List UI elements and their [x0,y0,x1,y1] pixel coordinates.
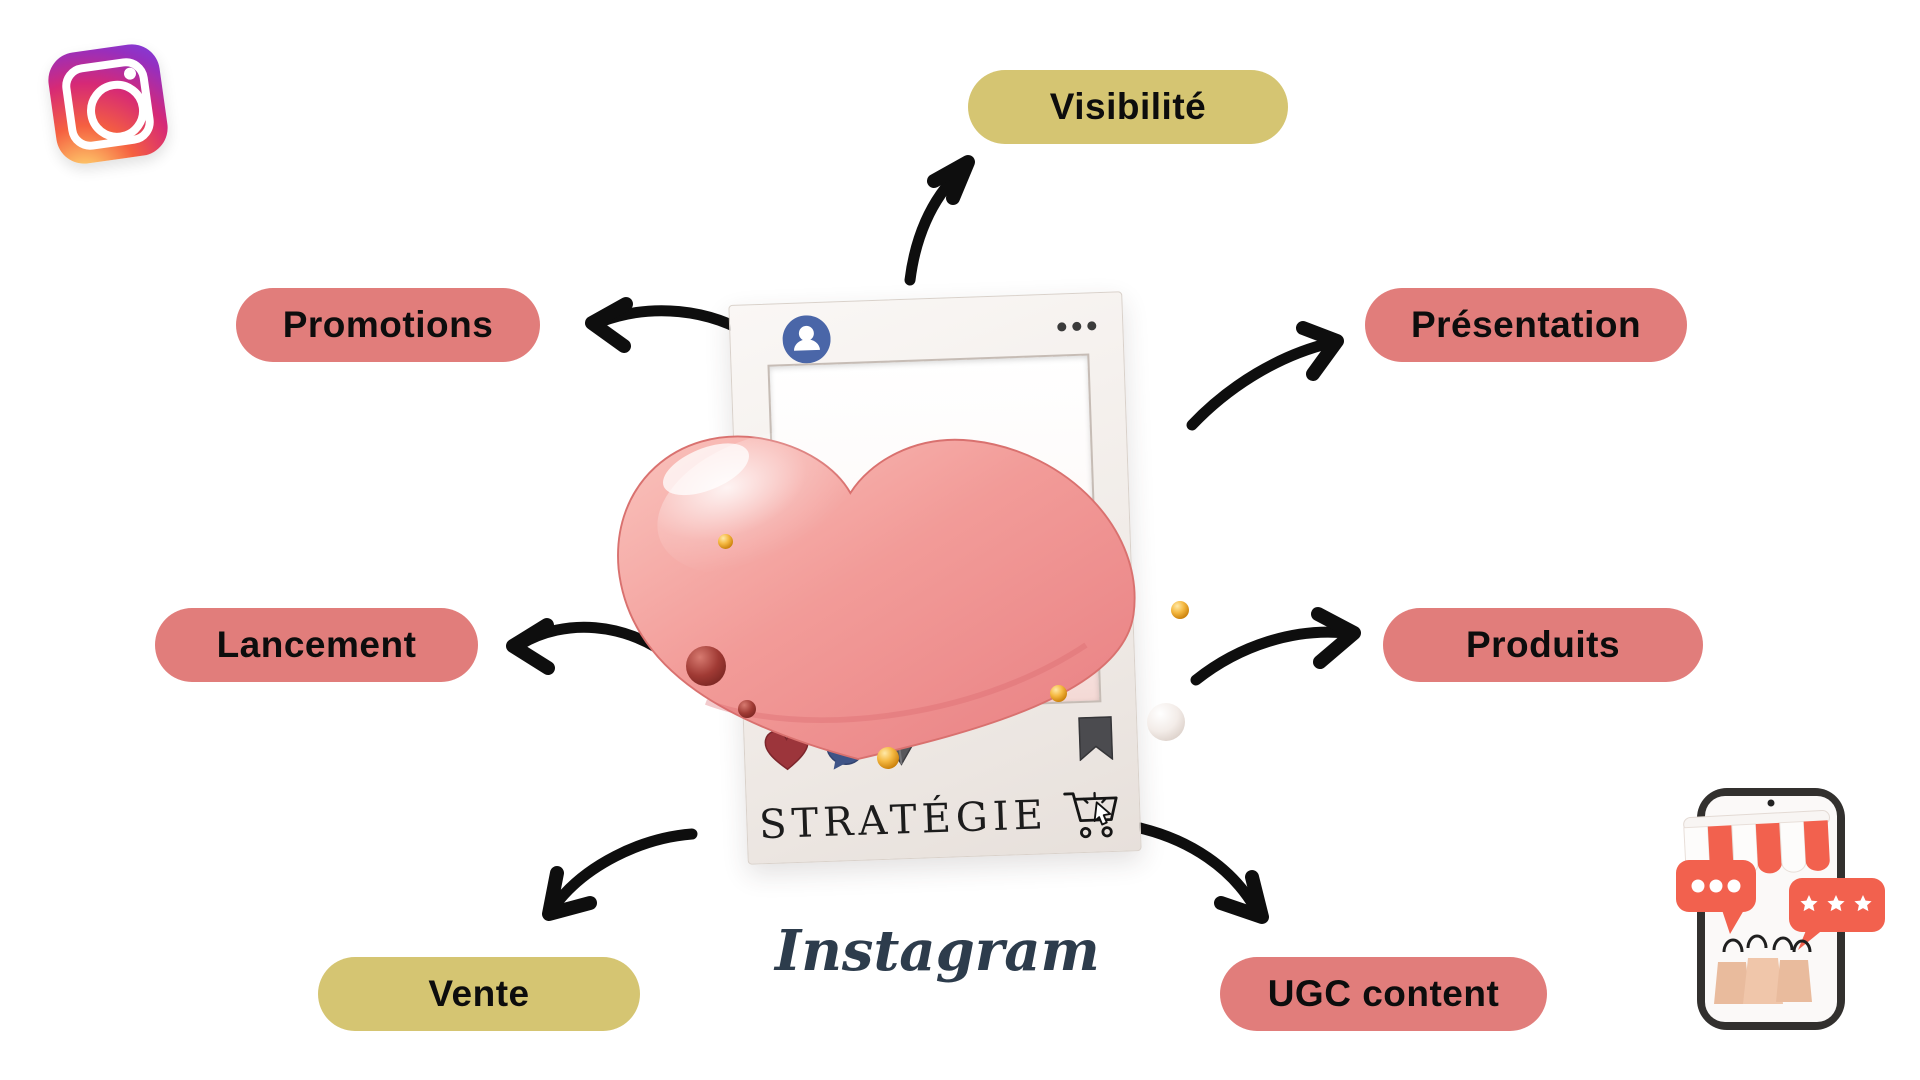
node-pill-lancement[interactable]: Lancement [155,608,478,682]
arrow-to-ugc [1134,822,1269,924]
arrow-to-vente [542,828,698,921]
node-label: Produits [1465,624,1621,665]
arrow-to-produits [1190,607,1361,686]
arrow-to-presentation [1186,321,1344,431]
node-pill-visibilite[interactable]: Visibilité [968,70,1288,144]
heart-3d [617,430,1136,760]
shopping-cart-click-icon[interactable] [1061,784,1129,842]
node-pill-presentation[interactable]: Présentation [1365,288,1687,362]
node-label: Lancement [216,624,417,665]
stars-review-bubble-icon [1789,878,1885,950]
node-pill-produits[interactable]: Produits [1383,608,1703,682]
node-label: UGC content [1267,973,1500,1014]
post-caption-row: STRATÉGIE [747,784,1141,854]
shopping-bags-icon [1714,934,1812,1004]
decor-sphere-dark-red-small [738,700,756,718]
decor-sphere-gold [718,534,733,549]
decor-sphere-dark-red [686,646,726,686]
node-pill-vente[interactable]: Vente [318,957,640,1031]
node-label: Vente [428,973,530,1014]
arrow-to-visibilite [904,155,975,286]
bookmark-save-icon[interactable] [1078,716,1114,762]
node-label: Promotions [282,304,494,345]
decor-sphere-pearl [1147,703,1185,741]
instagram-wordmark: Instagram [775,918,1100,984]
decor-sphere-gold [877,747,899,769]
decor-sphere-gold [1171,601,1189,619]
node-pill-ugc-content[interactable]: UGC content [1220,957,1547,1031]
post-caption: STRATÉGIE [758,792,1049,849]
chat-dots-bubble-icon [1676,860,1756,934]
node-label: Visibilité [1049,86,1207,127]
node-label: Présentation [1410,304,1642,345]
instagram-app-icon [44,40,172,168]
user-avatar-icon [782,315,832,365]
more-options-dots-icon[interactable] [1057,321,1097,332]
node-pill-promotions[interactable]: Promotions [236,288,540,362]
decor-sphere-gold [1050,685,1067,702]
phone-shop-illustration [1676,788,1885,1030]
